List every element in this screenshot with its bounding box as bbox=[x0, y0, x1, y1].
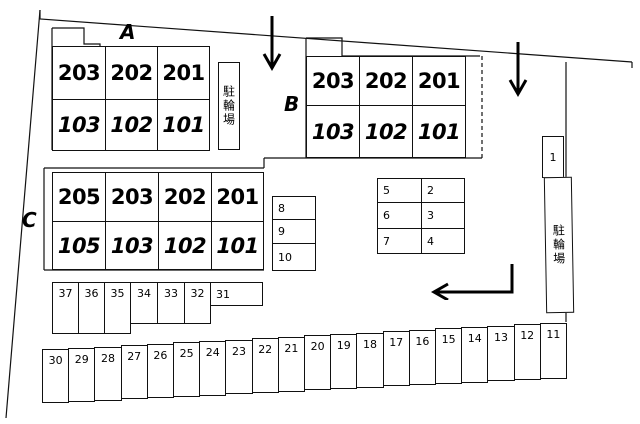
bike-parking-a: 駐輪場 bbox=[218, 62, 240, 150]
parking-space: 11 bbox=[539, 322, 567, 379]
parking-space: 32 bbox=[184, 282, 211, 324]
room-a-upper-3: 201 bbox=[157, 46, 210, 100]
room-c-lower-3: 102 bbox=[158, 221, 212, 270]
room-b-upper-3: 201 bbox=[412, 56, 466, 106]
parking-space: 26 bbox=[146, 343, 174, 399]
parking-space: 28 bbox=[94, 346, 122, 401]
parking-space: 3 bbox=[421, 202, 465, 229]
parking-space: 34 bbox=[130, 282, 158, 324]
room-b-lower-3: 101 bbox=[412, 105, 466, 158]
room-c-upper-3: 202 bbox=[158, 172, 212, 222]
room-b-lower-2: 102 bbox=[359, 105, 413, 158]
arrow-left-icon bbox=[430, 264, 514, 300]
parking-space: 30 bbox=[42, 349, 70, 404]
building-c-label: C bbox=[22, 208, 37, 232]
room-a-lower-3: 101 bbox=[157, 99, 210, 151]
room-a-lower-2: 102 bbox=[105, 99, 158, 151]
room-c-upper-1: 205 bbox=[52, 172, 106, 222]
parking-space: 10 bbox=[272, 243, 316, 271]
parking-space: 9 bbox=[272, 219, 316, 244]
parking-space: 15 bbox=[435, 328, 463, 384]
parking-space: 6 bbox=[377, 202, 422, 229]
room-c-lower-4: 101 bbox=[211, 221, 264, 270]
parking-space: 24 bbox=[199, 340, 227, 396]
parking-space: 29 bbox=[68, 347, 96, 403]
building-a-label: A bbox=[120, 20, 136, 44]
bike-parking-b: 駐輪場 bbox=[543, 176, 575, 314]
parking-space: 33 bbox=[157, 282, 185, 324]
arrow-down-icon bbox=[262, 16, 282, 72]
parking-space: 35 bbox=[104, 282, 131, 334]
parking-space: 1 bbox=[542, 136, 564, 178]
parking-space: 13 bbox=[487, 325, 515, 382]
room-c-lower-1: 105 bbox=[52, 221, 106, 270]
parking-space: 22 bbox=[251, 338, 279, 393]
parking-space: 4 bbox=[421, 228, 465, 254]
parking-space: 5 bbox=[377, 178, 422, 203]
arrow-down-icon bbox=[508, 42, 528, 98]
parking-space: 36 bbox=[78, 282, 105, 334]
room-b-lower-1: 103 bbox=[306, 105, 360, 158]
room-a-upper-1: 203 bbox=[52, 46, 106, 100]
parking-space: 27 bbox=[120, 345, 148, 400]
room-b-upper-2: 202 bbox=[359, 56, 413, 106]
parking-space: 2 bbox=[421, 178, 465, 203]
parking-space: 18 bbox=[356, 332, 384, 388]
parking-space: 37 bbox=[52, 282, 79, 334]
parking-space: 14 bbox=[461, 326, 489, 383]
room-a-upper-2: 202 bbox=[105, 46, 158, 100]
parking-space: 21 bbox=[277, 336, 305, 392]
parking-space: 19 bbox=[330, 333, 358, 390]
room-b-upper-1: 203 bbox=[306, 56, 360, 106]
room-a-lower-1: 103 bbox=[52, 99, 106, 151]
building-b-label: B bbox=[284, 92, 300, 116]
room-c-upper-2: 203 bbox=[105, 172, 159, 222]
parking-space: 31 bbox=[210, 282, 263, 306]
parking-space: 8 bbox=[272, 196, 316, 220]
parking-space: 16 bbox=[408, 329, 436, 386]
parking-space: 20 bbox=[304, 335, 332, 391]
room-c-upper-4: 201 bbox=[211, 172, 264, 222]
parking-space: 25 bbox=[173, 342, 201, 397]
parking-space: 23 bbox=[225, 339, 253, 395]
parking-space: 17 bbox=[382, 331, 410, 387]
parking-space: 7 bbox=[377, 228, 422, 254]
room-c-lower-2: 103 bbox=[105, 221, 159, 270]
parking-space: 12 bbox=[513, 324, 541, 380]
